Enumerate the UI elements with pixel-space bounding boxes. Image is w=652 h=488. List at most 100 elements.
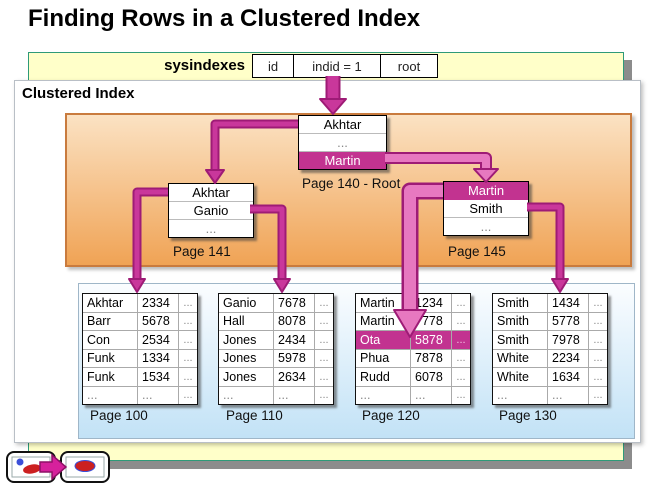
table-cell: Barr: [83, 312, 138, 330]
table-cell: ...: [593, 315, 603, 328]
table-cell: ...: [183, 352, 193, 365]
table-cell: Jones: [219, 331, 274, 349]
table-cell: Smith: [493, 294, 548, 312]
table-cell: ...: [593, 333, 603, 346]
table-cell: Smith: [493, 312, 548, 330]
leaf-page-130-label: Page 130: [499, 408, 557, 423]
sysindexes-cell-root: root: [397, 58, 421, 74]
table-cell: Ganio: [193, 203, 229, 218]
intermediate-page-145-label: Page 145: [448, 244, 506, 259]
table-row: Martin: [299, 152, 386, 169]
table-row: ...: [444, 218, 528, 235]
table-cell: 7978: [548, 331, 589, 349]
table-row: ...: [299, 134, 386, 152]
table-cell: Rudd: [356, 368, 411, 386]
table-cell: ...: [219, 386, 274, 404]
table-cell: 7878: [411, 349, 452, 367]
table-cell: ...: [593, 370, 603, 383]
table-cell: ...: [183, 370, 193, 383]
table-cell: 5678: [138, 312, 179, 330]
lookup-arrow-icon: [39, 453, 68, 481]
root-page-box: Akhtar... Martin: [298, 115, 387, 170]
record-icon-right: [60, 451, 110, 483]
table-cell: Akhtar: [323, 117, 362, 132]
table-cell: ...: [183, 333, 193, 346]
table-cell: Ganio: [219, 294, 274, 312]
table-cell: 2534: [138, 331, 179, 349]
table-row: .........: [83, 386, 197, 404]
table-row: Martin: [444, 182, 528, 200]
table-cell: ...: [593, 352, 603, 365]
table-cell: ...: [83, 386, 138, 404]
table-cell: 2634: [274, 368, 315, 386]
clustered-index-label: Clustered Index: [22, 85, 135, 102]
table-cell: 7778: [411, 312, 452, 330]
table-row: .........: [356, 386, 470, 404]
intermediate-page-141-label: Page 141: [173, 244, 231, 259]
table-cell: 6078: [411, 368, 452, 386]
table-row: Ganio: [169, 202, 253, 220]
table-cell: 5978: [274, 349, 315, 367]
table-cell: Phua: [356, 349, 411, 367]
table-cell: ...: [183, 389, 193, 402]
table-cell: ...: [548, 386, 589, 404]
table-cell: ...: [319, 389, 329, 402]
table-row: ...: [169, 220, 253, 237]
leaf-page-100-label: Page 100: [90, 408, 148, 423]
sysindexes-table: id indid = 1 root: [252, 54, 438, 78]
table-cell: ...: [356, 386, 411, 404]
table-cell: ...: [593, 389, 603, 402]
table-cell: Smith: [493, 331, 548, 349]
table-cell: ...: [493, 386, 548, 404]
table-cell: 2334: [138, 294, 179, 312]
table-cell: Akhtar: [192, 185, 230, 200]
table-row: .........: [219, 386, 333, 404]
table-cell: ...: [138, 386, 179, 404]
table-cell: ...: [319, 296, 329, 309]
table-cell: ...: [183, 296, 193, 309]
table-row: Akhtar: [169, 184, 253, 202]
table-cell: Martin: [356, 312, 411, 330]
table-cell: ...: [456, 389, 466, 402]
root-page-label: Page 140 - Root: [302, 176, 401, 191]
table-cell: Jones: [219, 349, 274, 367]
table-cell: Ota: [356, 331, 411, 349]
table-cell: ...: [319, 370, 329, 383]
table-cell: 1434: [548, 294, 589, 312]
table-cell: 1234: [411, 294, 452, 312]
table-cell: White: [493, 368, 548, 386]
leaf-page-110-label: Page 110: [226, 408, 283, 423]
table-cell: 5878: [411, 331, 452, 349]
table-cell: ...: [319, 315, 329, 328]
table-cell: ...: [480, 219, 492, 234]
table-cell: ...: [337, 135, 348, 150]
table-cell: Martin: [356, 294, 411, 312]
table-cell: ...: [456, 296, 466, 309]
table-cell: ...: [456, 315, 466, 328]
page-title: Finding Rows in a Clustered Index: [28, 5, 421, 32]
table-cell: 8078: [274, 312, 315, 330]
table-cell: 1634: [548, 368, 589, 386]
table-cell: White: [493, 349, 548, 367]
table-cell: 1334: [138, 349, 179, 367]
